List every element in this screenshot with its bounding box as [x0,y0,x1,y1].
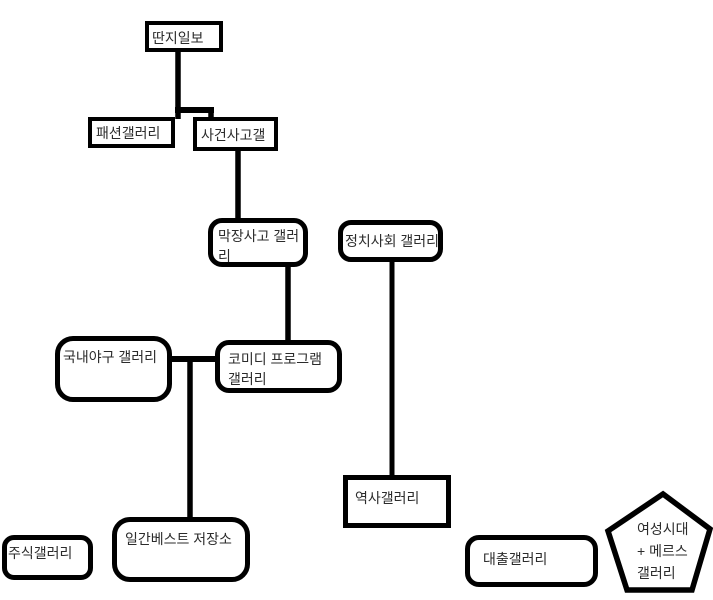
node-history-gallery: 역사갤러리 [343,475,451,528]
node-incident-gallery: 사건사고갤 [193,117,278,151]
node-comedy-program-gallery: 코미디 프로그램 갤러리 [215,340,342,393]
node-politics-society-gallery: 정치사회 갤러리 [338,220,443,262]
node-label: 국내야구 갤러리 [63,349,158,365]
node-label-line3: 갤러리 [637,565,676,581]
pentagon-shape [604,490,713,593]
node-makjang-gallery: 막장사고 갤러 리 [208,218,308,267]
node-label: 주식갤러리 [8,545,73,561]
node-ilbe-storage: 일간베스트 저장소 [112,517,250,582]
node-label: 사건사고갤 [201,127,266,143]
node-label-line1: 막장사고 갤러 [218,228,300,244]
node-label: 정치사회 갤러리 [345,233,440,249]
node-label-line2: 갤러리 [228,371,267,387]
node-label: 딴지일보 [152,30,204,46]
node-domestic-baseball-gallery: 국내야구 갤러리 [55,336,172,402]
node-label: 일간베스트 저장소 [125,531,232,547]
node-label-line2: 리 [218,248,231,264]
node-label: 역사갤러리 [355,490,420,506]
node-ddanzi-ilbo: 딴지일보 [145,21,223,52]
node-label-line1: 코미디 프로그램 [228,351,323,367]
node-stock-gallery: 주식갤러리 [2,535,93,580]
node-label-line2: + 메르스 [637,543,688,559]
node-fashion-gallery: 패션갤러리 [88,117,175,148]
node-label-line1: 여성시대 [637,521,689,537]
node-label: 대출갤러리 [483,551,548,567]
node-mers-gallery-label: 여성시대 + 메르스 갤러리 [637,518,689,584]
node-loan-gallery: 대출갤러리 [465,535,598,587]
node-label: 패션갤러리 [96,125,161,141]
